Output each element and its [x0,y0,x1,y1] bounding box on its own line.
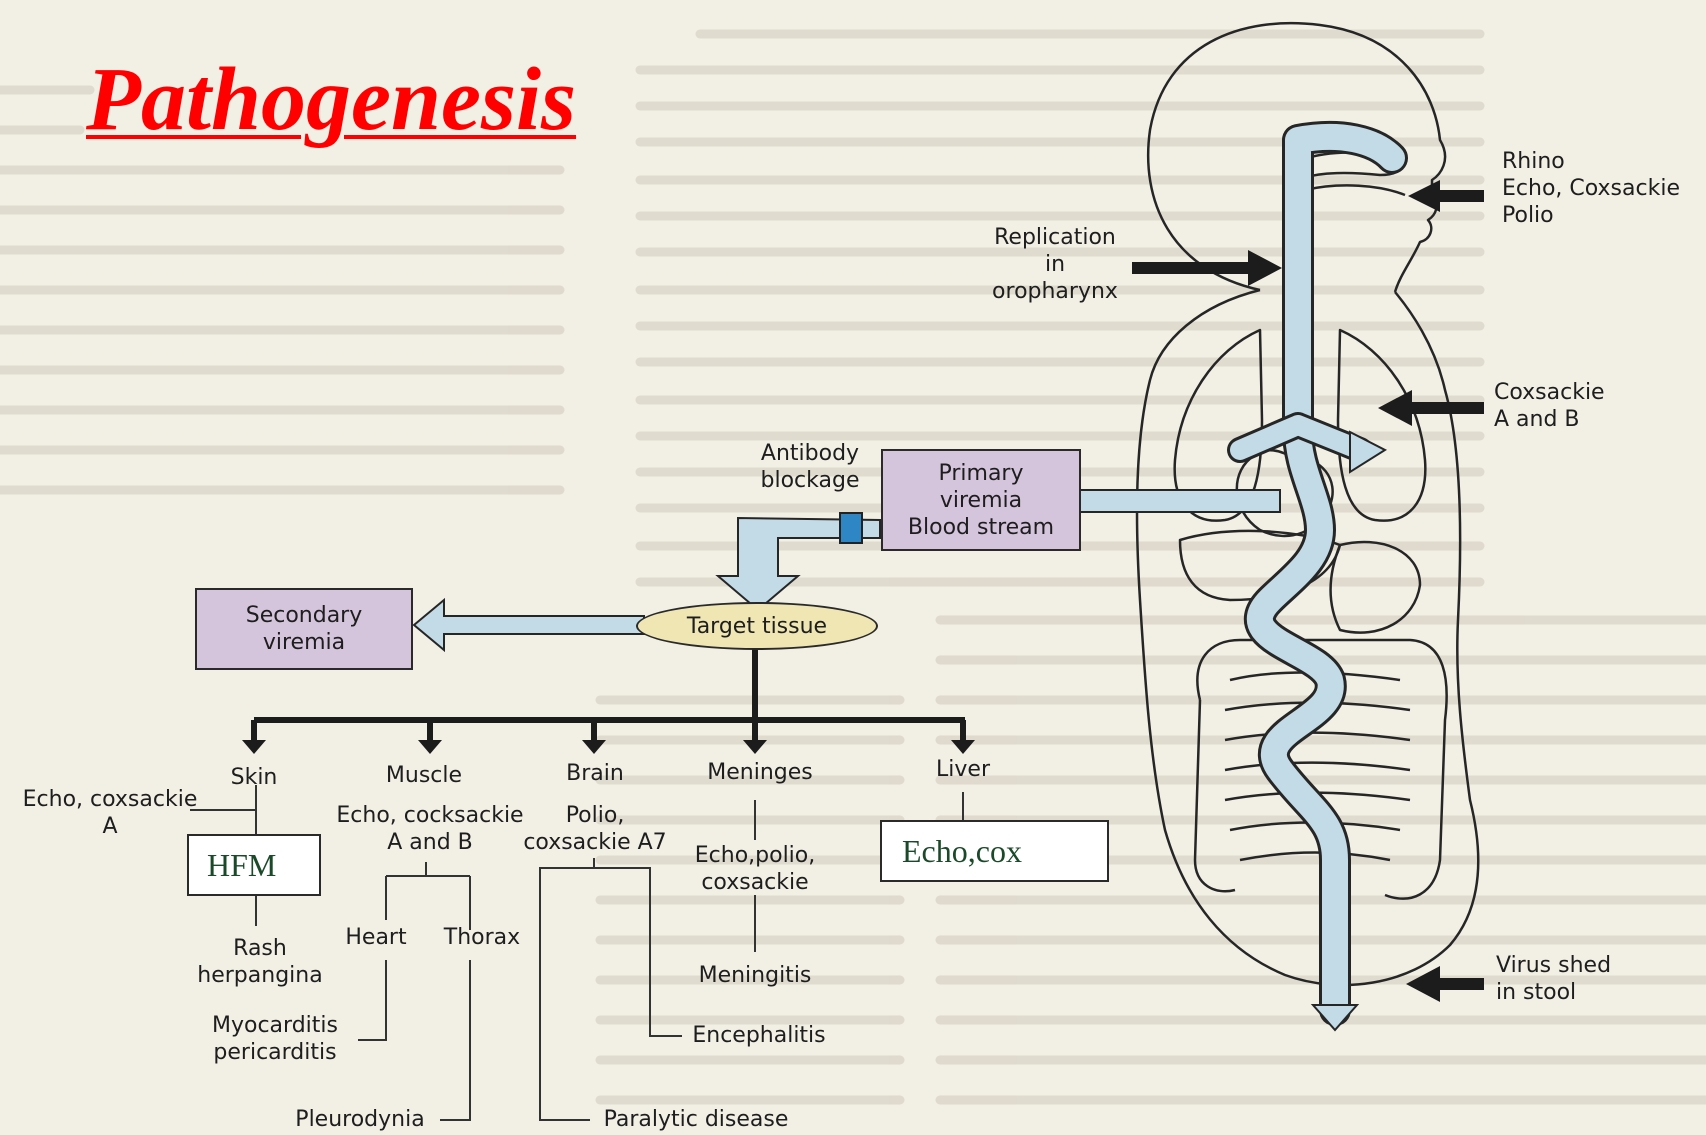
replication-label: Replication in oropharynx [975,224,1135,305]
replication-arrow [1132,250,1282,286]
left-lung [1175,330,1262,521]
primary-viremia-box: Primary viremia Blood stream [881,449,1081,551]
antibody-blockage-label: Antibody blockage [750,440,870,494]
heart [1237,450,1333,536]
liver-virus-box: Echo,cox [880,820,1109,882]
skin-viruses-label: Echo, coxsackie A [10,786,210,840]
skin-label: Skin [214,764,294,791]
pleurodynia-label: Pleurodynia [280,1106,440,1133]
muscle-viruses-label: Echo, cocksackie A and B [320,802,540,856]
myocarditis-label: Myocarditis pericarditis [195,1012,355,1066]
heart-label: Heart [336,924,416,951]
muscle-label: Muscle [364,762,484,789]
entry-viruses-label: Rhino Echo, Coxsackie Polio [1502,148,1680,229]
virus-shed-label: Virus shed in stool [1496,952,1611,1006]
stomach [1331,542,1420,633]
bronchi-path [1240,425,1360,450]
head-outline [1148,23,1445,292]
primary-to-target-arrow [718,518,880,610]
liver-label: Liver [923,756,1003,783]
large-intestine [1197,640,1446,899]
meninges-label: Meninges [690,759,830,786]
page-title: Pathogenesis [86,50,576,150]
shed-arrow [1406,966,1484,1002]
hfm-box: HFM [187,834,321,896]
target-tissue-oval: Target tissue [636,602,878,650]
brain-viruses-label: Polio, coxsackie A7 [510,802,680,856]
rash-herpangina-label: Rash herpangina [180,935,340,989]
encephalitis-label: Encephalitis [684,1022,834,1049]
brain-label: Brain [545,760,645,787]
liver [1180,531,1340,600]
thorax-label: Thorax [434,924,530,951]
entry-arrow [1408,180,1484,212]
meningitis-label: Meningitis [680,962,830,989]
right-lung [1338,330,1425,521]
target-to-secondary-arrow [414,600,644,650]
torso-outline [1137,290,1478,985]
small-intestine [1225,673,1410,861]
lungs-arrow [1378,390,1484,426]
paralytic-disease-label: Paralytic disease [596,1106,796,1133]
viral-path-outline [1260,137,1392,1010]
secondary-viremia-box: Secondary viremia [195,588,413,670]
antibody-blockage-block [840,513,862,543]
blood-stream-arrow [1060,474,1280,526]
meninges-viruses-label: Echo,polio, coxsackie [680,842,830,896]
lungs-viruses-label: Coxsackie A and B [1494,379,1605,433]
